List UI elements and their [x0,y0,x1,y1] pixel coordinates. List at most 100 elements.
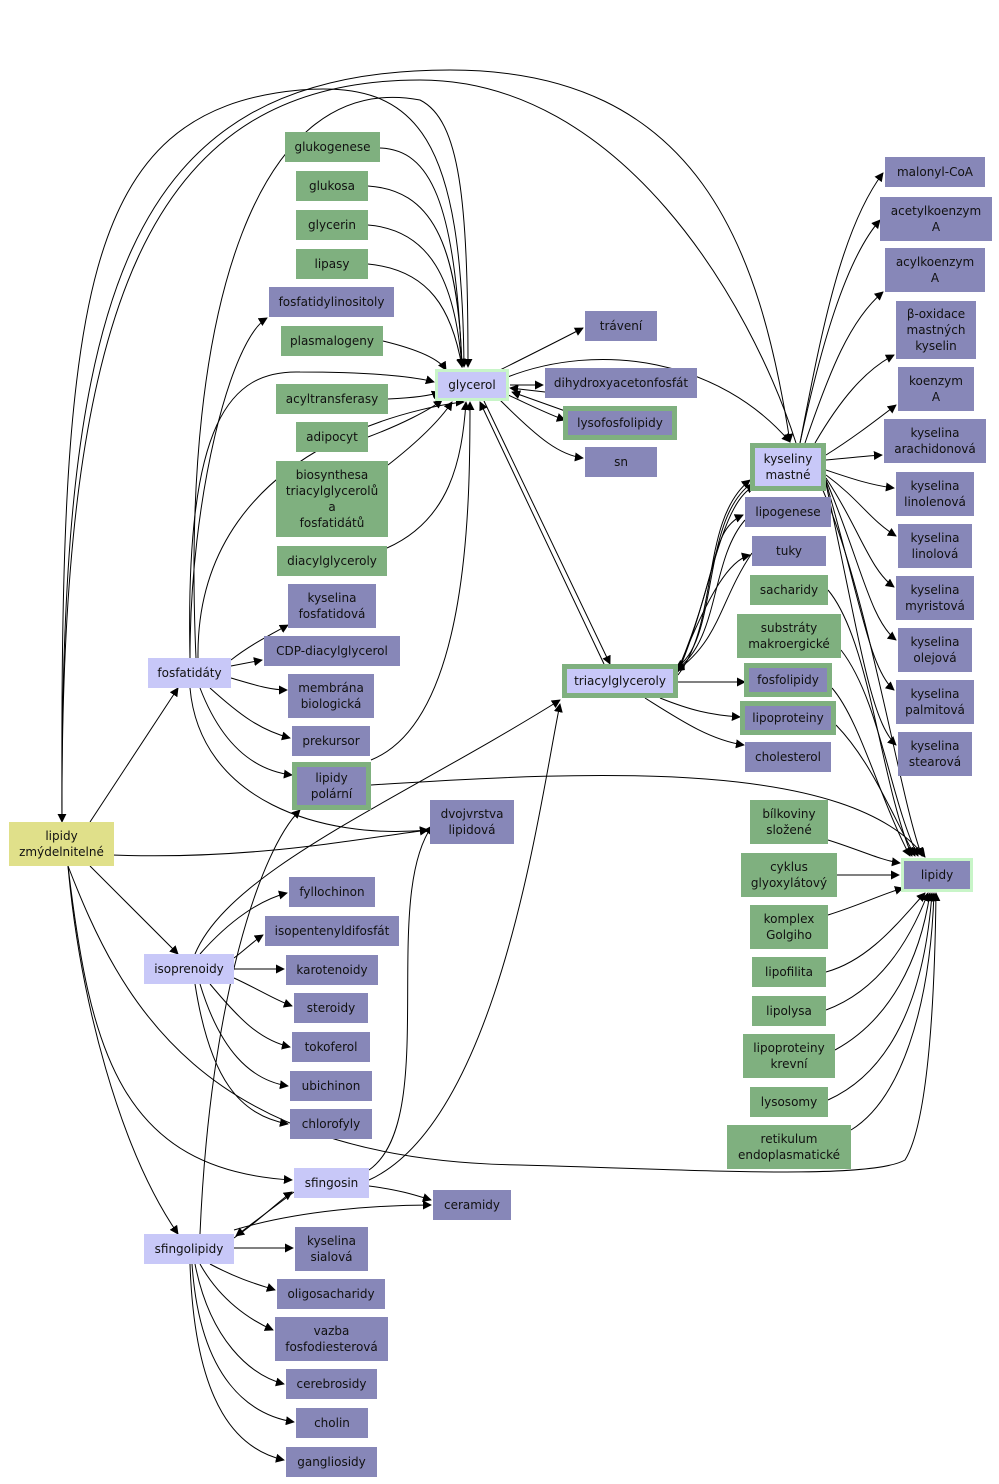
node-cerebrosidy[interactable]: cerebrosidy [286,1369,377,1399]
edge-lipidyzm-fosfatidaty [89,687,179,823]
edge-glycerol-mastne [504,358,791,443]
edge-km-olejova [825,479,897,641]
node-lysofosfolipidy[interactable]: lysofosfolipidy [563,406,677,440]
edge-triacyl-glycerol [479,401,605,665]
edge-lyso-glycerol [511,390,569,413]
node-fosfatidylinositoly[interactable]: fosfatidylinositoly [269,287,394,317]
node-sfingosin[interactable]: sfingosin [294,1168,369,1198]
node-dihydroxyacetonfosfat[interactable]: dihydroxyacetonfosfát [545,368,697,398]
node-oligosacharidy[interactable]: oligosacharidy [277,1279,385,1309]
edge-sfl-ceramidy [233,1200,432,1231]
node-traveni[interactable]: trávení [585,311,657,341]
edge-fosfatidaty-kysfosf [230,624,289,661]
node-isopentenyldifosfat[interactable]: isopentenyldifosfát [265,916,399,946]
edge-lipolysa-lipidy [825,892,930,1011]
node-malonyl-coa[interactable]: malonyl-CoA [885,157,985,187]
node-gangliosidy[interactable]: gangliosidy [286,1447,377,1477]
node-glukogenese[interactable]: glukogenese [285,132,380,162]
edge-lipidyzm-isoprenoidy [89,865,179,955]
node-lipidy[interactable]: lipidy [901,858,973,892]
node-fosfolipidy[interactable]: fosfolipidy [744,663,832,697]
node-sacharidy[interactable]: sacharidy [750,575,828,605]
edge-triacyl-lipoproteiny [659,697,741,721]
edge-km-koenzym [825,404,897,456]
node-fosfatidaty[interactable]: fosfatidáty [148,658,231,688]
node-ubichinon[interactable]: ubichinon [290,1071,372,1101]
node-steroidy[interactable]: steroidy [294,993,368,1023]
node-lipolysa[interactable]: lipolysa [752,996,826,1026]
node-prekursor[interactable]: prekursor [292,726,370,756]
edge-km-linolova [825,474,897,537]
node-sn[interactable]: sn [585,447,657,477]
edge-sfl-cerebrosidy [194,1263,285,1387]
edge-lipidypolarni-glycerol [370,401,475,761]
node-cdp-diacylglycerol[interactable]: CDP-diacylglycerol [264,636,400,666]
node-glycerol[interactable]: glycerol [435,369,509,401]
edge-glycerin-glycerol [367,224,466,368]
node-lipogenese[interactable]: lipogenese [745,497,831,527]
node-glukosa[interactable]: glukosa [296,171,368,201]
node-triacylglyceroly[interactable]: triacylglyceroly [562,664,678,698]
edge-glukosa-glycerol [367,185,467,368]
node-tuky[interactable]: tuky [752,536,826,566]
node-lipoproteiny[interactable]: lipoproteiny [740,701,836,735]
edge-fosfatidaty-glycerol-top [193,97,473,659]
edge-sfingosin-dvojvrstva [368,825,433,1171]
edge-km-triacyl [675,482,753,669]
edge-substraty-lipidy [840,649,919,857]
node-plasmalogeny[interactable]: plasmalogeny [281,326,383,356]
node-cholesterol[interactable]: cholesterol [745,742,831,772]
edge-biosynthesa-glycerol [387,401,453,466]
node-acyltransferasy[interactable]: acyltransferasy [276,384,388,414]
edge-iso-fyllochinon [199,890,288,955]
edge-lipidyzm-sfingolipidy [67,865,179,1235]
edge-iso-triacyl [194,699,561,955]
node-diacylglyceroly[interactable]: diacylglyceroly [277,546,387,576]
edge-fosfatidaty-prekursor [209,687,291,741]
edge-triacyl-lipogenese [677,514,744,671]
node-lipasy[interactable]: lipasy [296,249,368,279]
node-sfingolipidy[interactable]: sfingolipidy [144,1234,234,1264]
edge-fosfatidaty-dvojvrstva [189,687,429,836]
node-adipocyt[interactable]: adipocyt [296,422,368,452]
node-cholin[interactable]: cholin [296,1408,368,1438]
node-isoprenoidy[interactable]: isoprenoidy [144,954,234,984]
node-chlorofyly[interactable]: chlorofyly [290,1109,372,1139]
edge-sfl-vazba [199,1263,274,1331]
node-lipofilita[interactable]: lipofilita [752,957,826,987]
node-ceramidy[interactable]: ceramidy [433,1190,511,1220]
node-lysosomy[interactable]: lysosomy [750,1087,828,1117]
node-fyllochinon[interactable]: fyllochinon [289,877,375,907]
node-tokoferol[interactable]: tokoferol [292,1032,370,1062]
node-karotenoidy[interactable]: karotenoidy [286,955,378,985]
edge-adipocyt-glycerol [367,399,443,438]
node-glycerin[interactable]: glycerin [296,210,368,240]
